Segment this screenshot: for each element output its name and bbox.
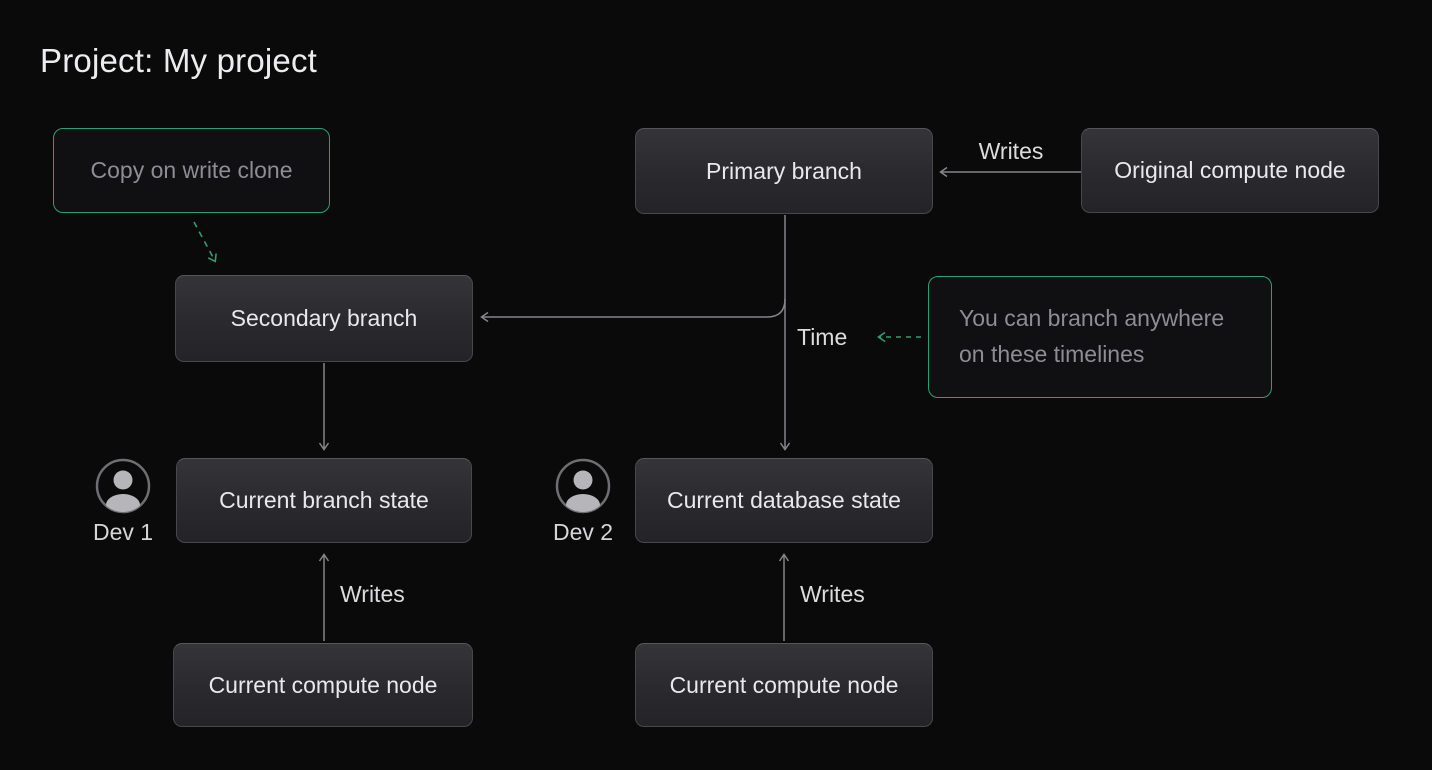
dev1-label: Dev 1	[92, 519, 154, 545]
dev2-avatar: Dev 2	[551, 458, 615, 546]
node-label: Current compute node	[669, 671, 899, 698]
node-current-branch-state: Current branch state	[176, 458, 472, 543]
node-label: Secondary branch	[230, 305, 418, 331]
node-label: Original compute node	[1114, 157, 1346, 183]
dev2-label: Dev 2	[552, 519, 614, 545]
edge-branch-to-secondary	[480, 298, 786, 323]
node-label: Current branch state	[219, 487, 429, 513]
node-label: Current database state	[667, 487, 901, 513]
page-title: Project: My project	[40, 42, 318, 79]
node-current-database-state: Current database state	[635, 458, 933, 543]
user-avatar-icon	[95, 458, 151, 514]
annotation-branch-anywhere-note: You can branch anywhere on these timelin…	[928, 276, 1272, 398]
edge-label-writes-top: Writes	[978, 138, 1044, 164]
node-current-compute-node-left: Current compute node	[173, 643, 473, 727]
annotation-copy-on-write-clone: Copy on write clone	[53, 128, 330, 213]
annotation-label: Copy on write clone	[90, 157, 293, 183]
dev1-avatar: Dev 1	[91, 458, 155, 546]
node-label: Current compute node	[208, 671, 438, 698]
edge-label-writes-right: Writes	[800, 581, 865, 607]
edge-clone-dashed-arrow	[193, 221, 217, 263]
edge-label-time: Time	[797, 324, 848, 350]
node-label: Primary branch	[706, 157, 862, 184]
edge-label-writes-left: Writes	[340, 581, 405, 607]
node-primary-branch: Primary branch	[635, 128, 933, 214]
node-original-compute-node: Original compute node	[1081, 128, 1379, 213]
node-secondary-branch: Secondary branch	[175, 275, 473, 362]
annotation-label: You can branch anywhere on these timelin…	[959, 305, 1225, 367]
node-current-compute-node-right: Current compute node	[635, 643, 933, 727]
user-avatar-icon	[555, 458, 611, 514]
